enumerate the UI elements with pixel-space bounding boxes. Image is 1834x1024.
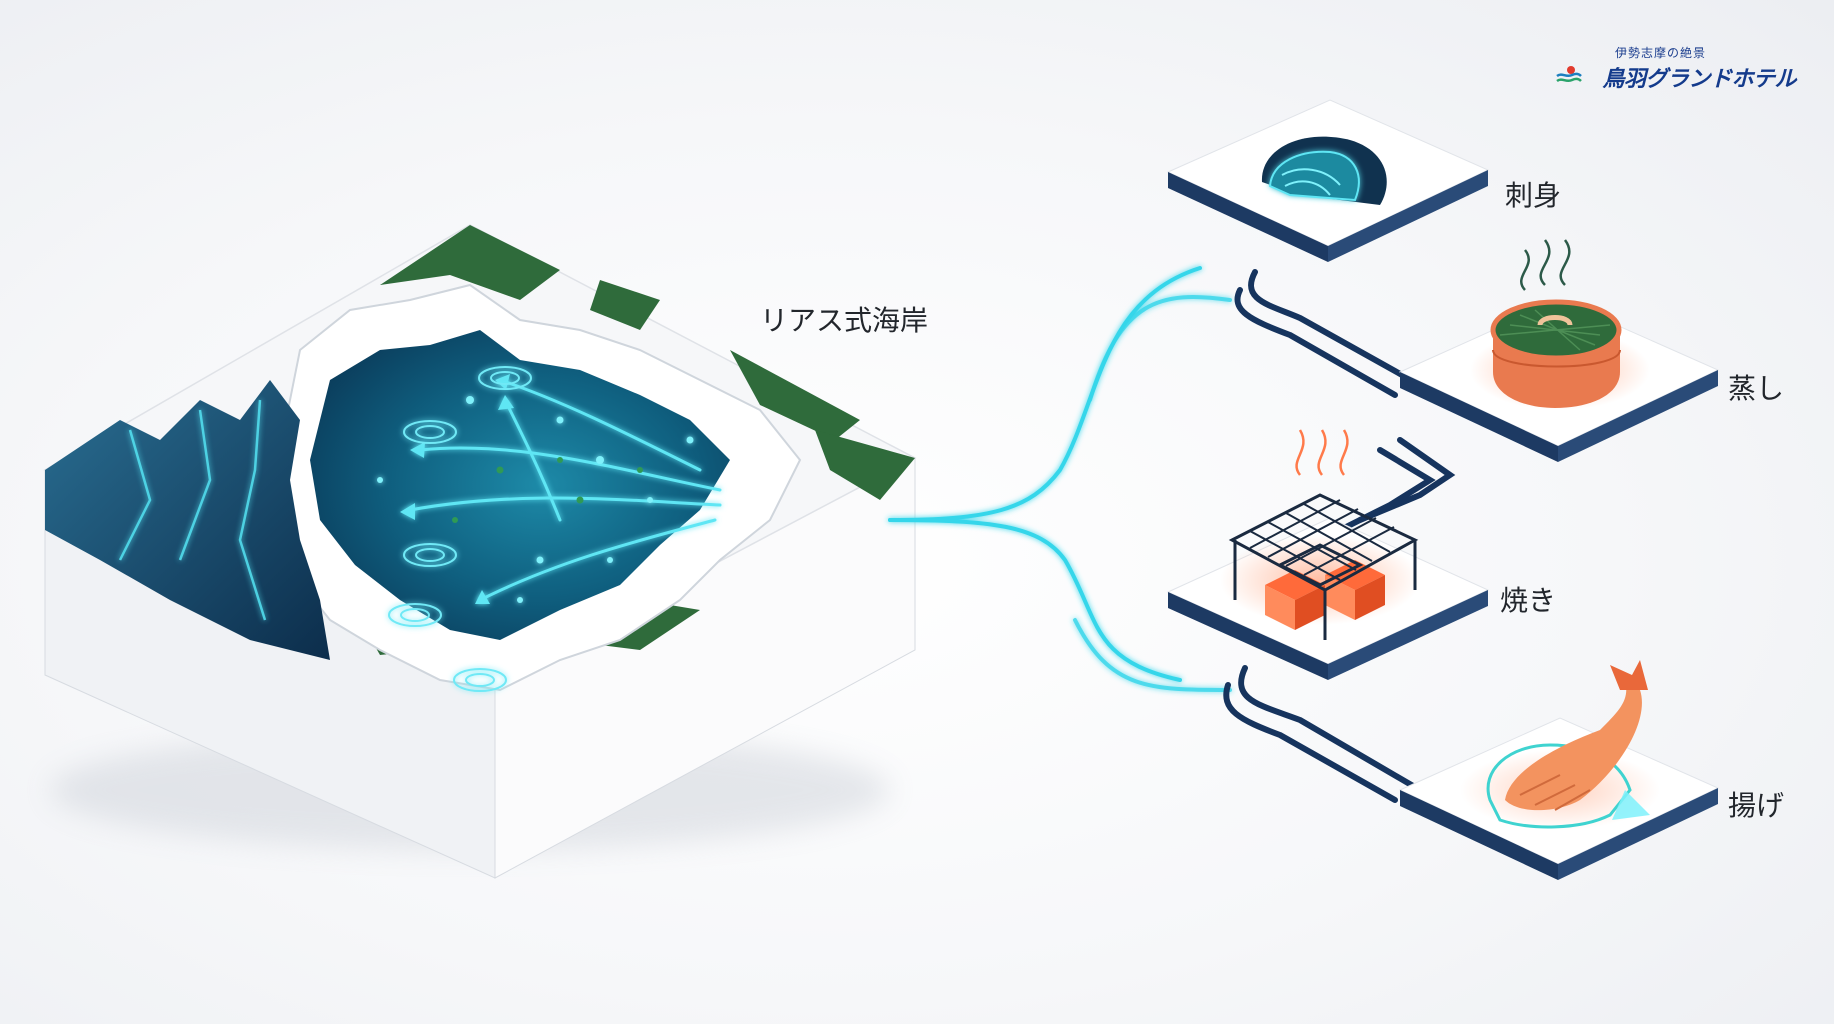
label-grilled: 焼き (1500, 584, 1556, 617)
platform-sashimi: 刺身 (1166, 99, 1561, 262)
ria-coast-block: リアス式海岸 (43, 224, 928, 879)
platform-grilled: 焼き (1166, 429, 1556, 680)
wave-logo-icon (1556, 66, 1582, 83)
grill-icon (1228, 429, 1419, 640)
platform-fried: 揚げ (1398, 660, 1784, 880)
label-fried: 揚げ (1728, 789, 1784, 822)
steamer-icon (1490, 239, 1622, 408)
logo-tagline: 伊勢志摩の絶景 (1614, 46, 1706, 60)
logo-name: 鳥羽グランドホテル (1602, 67, 1796, 92)
connector-lines (888, 266, 1232, 692)
hotel-logo: 伊勢志摩の絶景 鳥羽グランドホテル (1556, 44, 1796, 94)
source-label: リアス式海岸 (760, 304, 928, 337)
pipe-lines (1223, 269, 1456, 803)
fried-shrimp-icon (1486, 660, 1650, 829)
platform-steamed: 蒸し (1398, 239, 1784, 462)
sashimi-icon (1261, 136, 1387, 205)
label-sashimi: 刺身 (1505, 179, 1561, 212)
label-steamed: 蒸し (1728, 372, 1784, 405)
